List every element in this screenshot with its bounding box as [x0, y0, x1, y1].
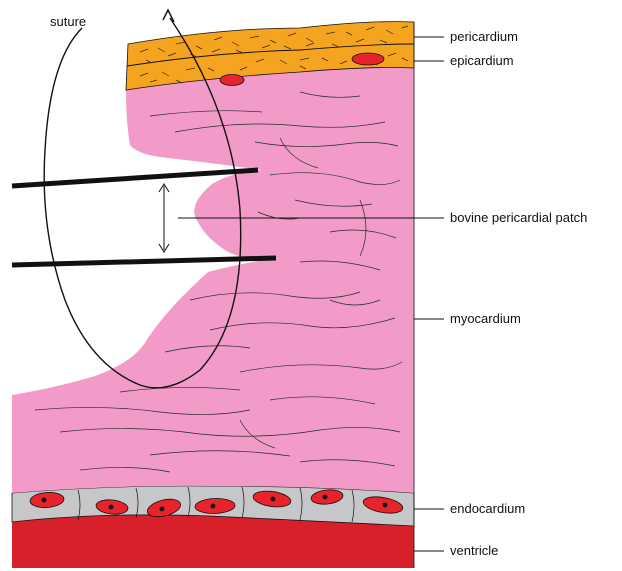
epicardium-cell	[352, 53, 384, 65]
epicardium-cell	[220, 75, 244, 86]
label-ventricle: ventricle	[450, 543, 498, 558]
label-endocardium: endocardium	[450, 501, 525, 516]
patch-span-arrow	[159, 184, 169, 252]
label-pericardium: pericardium	[450, 29, 518, 44]
cell-nucleus	[42, 498, 47, 503]
myocardium-layer	[12, 68, 414, 494]
suture-arrowhead	[163, 10, 174, 22]
cell-nucleus	[211, 504, 216, 509]
label-myocardium: myocardium	[450, 311, 521, 326]
cell-nucleus	[383, 503, 388, 508]
cell-nucleus	[160, 507, 165, 512]
label-suture: suture	[50, 14, 86, 29]
patch-bar-lower	[12, 258, 276, 265]
cell-nucleus	[271, 497, 276, 502]
cell-nucleus	[323, 495, 328, 500]
cell-nucleus	[109, 505, 114, 510]
label-bovine-pericardial-patch: bovine pericardial patch	[450, 210, 587, 225]
label-epicardium: epicardium	[450, 53, 514, 68]
